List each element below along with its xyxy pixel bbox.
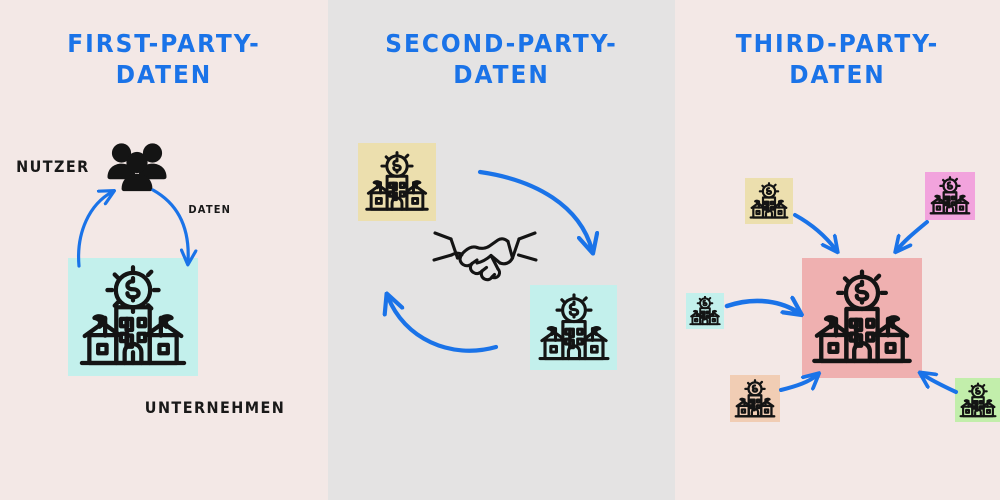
source-bank-tile-yellow bbox=[745, 178, 793, 224]
aggregator-bank-icon bbox=[812, 269, 912, 364]
arrow-magenta-to-center bbox=[897, 220, 929, 250]
arrow-cyan-to-center bbox=[724, 301, 799, 313]
panel-first-party: FIRST-PARTY- DATEN NUTZER DATEN UNTERNEH… bbox=[0, 0, 328, 500]
source-bank-icon-magenta bbox=[929, 176, 971, 215]
partner-bank-tile bbox=[358, 143, 436, 221]
source-bank-tile-green bbox=[955, 378, 1000, 422]
label-unternehmen: UNTERNEHMEN bbox=[144, 398, 286, 417]
company-bank-tile-first-party bbox=[68, 258, 198, 376]
users-group-icon bbox=[106, 138, 168, 192]
panel-third-party: THIRD-PARTY- DATEN bbox=[675, 0, 1000, 500]
source-bank-icon-peach bbox=[734, 378, 776, 417]
company-bank-icon bbox=[538, 292, 609, 360]
arrow-company-to-partner bbox=[388, 297, 499, 353]
source-bank-tile-magenta bbox=[925, 172, 975, 220]
source-bank-tile-peach bbox=[730, 375, 780, 422]
panel-third-party-title: THIRD-PARTY- DATEN bbox=[735, 29, 940, 89]
arrow-green-to-center bbox=[922, 374, 958, 394]
panel-second-party-title: SECOND-PARTY- DATEN bbox=[385, 29, 618, 89]
partner-bank-icon bbox=[365, 151, 429, 211]
panel-second-party: SECOND-PARTY- DATEN bbox=[328, 0, 675, 500]
arrow-company-to-users bbox=[77, 192, 112, 268]
handshake-icon bbox=[432, 224, 538, 286]
source-bank-icon-cyan bbox=[689, 296, 721, 326]
source-bank-icon-yellow bbox=[749, 182, 789, 219]
aggregator-bank-tile bbox=[802, 258, 922, 378]
panel-first-party-title: FIRST-PARTY- DATEN bbox=[67, 29, 261, 89]
source-bank-icon-green bbox=[959, 381, 997, 417]
arrow-yellow-to-center bbox=[793, 213, 836, 250]
company-bank-icon bbox=[79, 265, 187, 366]
company-bank-tile-second-party bbox=[530, 285, 617, 370]
arrow-users-to-company bbox=[151, 188, 188, 262]
label-daten: DATEN bbox=[188, 203, 232, 216]
source-bank-tile-cyan bbox=[686, 293, 724, 329]
label-nutzer: NUTZER bbox=[16, 157, 90, 176]
